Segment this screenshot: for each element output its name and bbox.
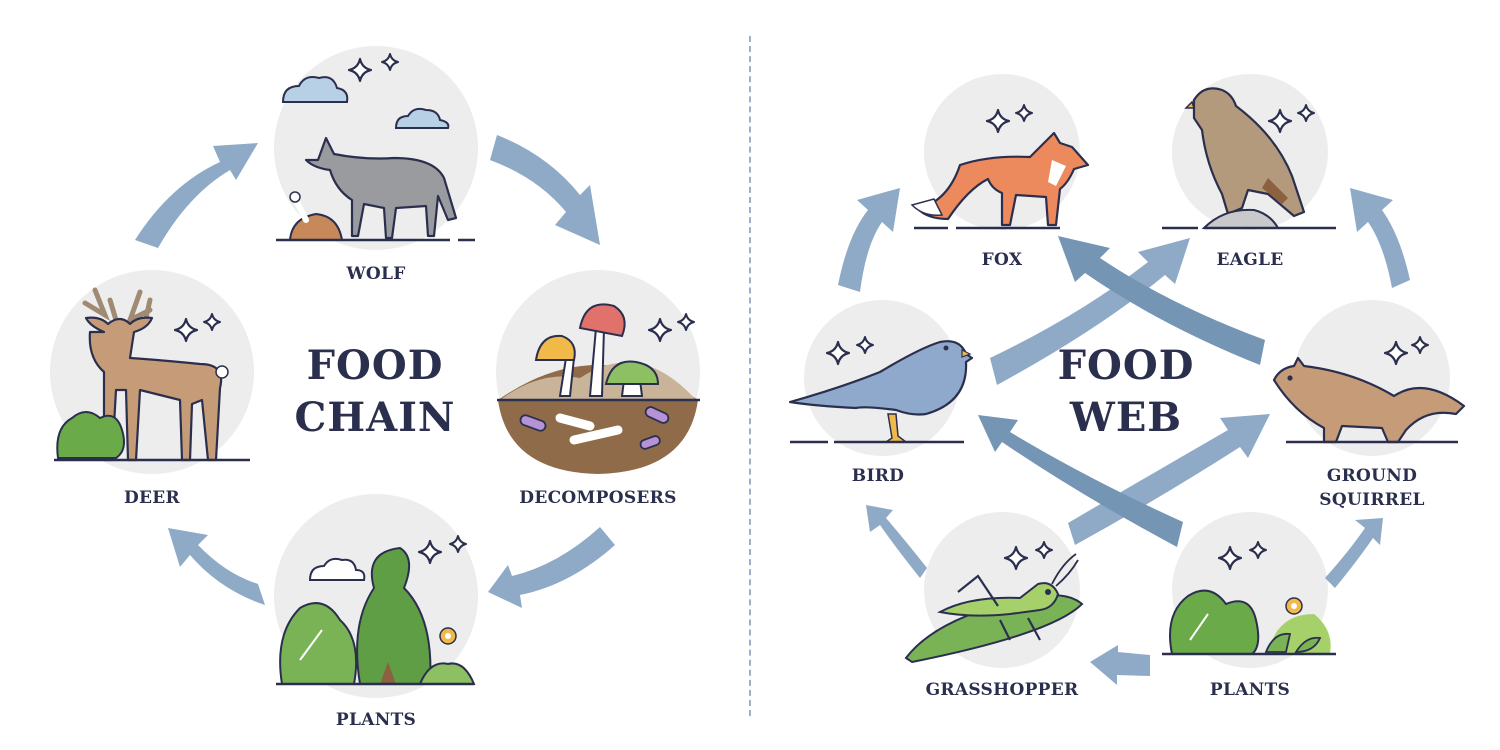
node-label-fox: FOX [981, 250, 1023, 270]
node-label-ground-squirrel-line1: GROUND [1326, 466, 1418, 486]
food-web-title-line1: FOOD [1057, 342, 1195, 389]
arrow-plants-to-squirrel [1325, 518, 1383, 588]
arrow-bird-to-eagle [990, 238, 1190, 385]
food-chain-arrows [135, 135, 615, 608]
plants-icon [276, 535, 476, 686]
node-label-plants: PLANTS [335, 710, 417, 730]
arrow-plants-to-grasshopper [1090, 645, 1150, 685]
grasshopper-icon [904, 541, 1084, 664]
node-label-bird: BIRD [851, 466, 905, 486]
fox-icon [910, 104, 1090, 230]
node-label-deer: DEER [124, 488, 180, 508]
squirrel-icon [1272, 336, 1466, 444]
arrow-grasshopper-to-bird [866, 505, 927, 578]
node-label-decomposers: DECOMPOSERS [519, 488, 677, 508]
food-chain-title: FOOD CHAIN [295, 340, 456, 444]
arrow-wolf-to-decomposers [490, 135, 600, 245]
food-chain-title-line2: CHAIN [294, 394, 456, 441]
deer-icon [54, 287, 250, 462]
arrow-decomposers-to-plants [488, 527, 615, 608]
plants-icon [1162, 541, 1336, 656]
food-web-title: FOOD WEB [1058, 340, 1195, 444]
node-label-ground-squirrel-line2: SQUIRREL [1319, 490, 1425, 510]
food-chain-title-line1: FOOD [306, 342, 444, 389]
arrow-squirrel-to-fox [1058, 236, 1265, 365]
node-label-grasshopper: GRASSHOPPER [925, 680, 1079, 700]
wolf-icon [276, 53, 475, 242]
bird-icon [788, 336, 974, 444]
node-label-eagle: EAGLE [1216, 250, 1284, 270]
arrow-bird-to-fox [838, 188, 900, 292]
arrow-plants-to-deer [168, 528, 265, 605]
section-divider [749, 36, 751, 716]
food-web-title-line2: WEB [1069, 394, 1183, 441]
node-label-wolf: WOLF [346, 264, 406, 284]
arrow-squirrel-to-eagle [1350, 188, 1410, 288]
mushrooms-icon [497, 303, 700, 474]
node-label-web-plants: PLANTS [1209, 680, 1291, 700]
food-web-arrows [838, 188, 1410, 685]
eagle-icon [1162, 87, 1336, 230]
arrow-deer-to-wolf [135, 143, 258, 248]
node-label-ground-squirrel: GROUND SQUIRREL [1319, 464, 1424, 512]
arrow-plants-to-bird [978, 415, 1183, 547]
